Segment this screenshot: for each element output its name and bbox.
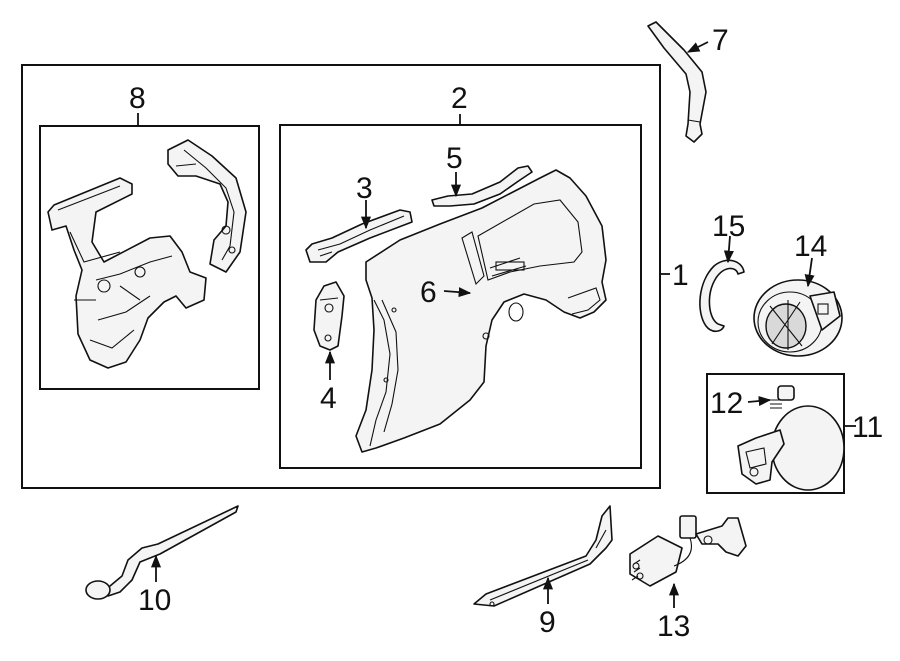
part-8-inner-structure bbox=[47, 139, 247, 369]
callout-15: 15 bbox=[712, 210, 745, 243]
part-11-fuel-door bbox=[737, 405, 845, 491]
callout-9: 9 bbox=[539, 606, 556, 639]
part-7-trim bbox=[647, 21, 707, 143]
callout-11: 11 bbox=[852, 411, 883, 444]
callout-10: 10 bbox=[138, 584, 171, 617]
callout-7: 7 bbox=[712, 24, 729, 57]
part-9-sill bbox=[473, 505, 613, 607]
part-12-screw bbox=[770, 385, 795, 409]
part-4-bracket bbox=[313, 281, 345, 351]
callout-12: 12 bbox=[710, 387, 743, 420]
callout-13: 13 bbox=[657, 610, 690, 643]
part-15-ring bbox=[699, 259, 745, 333]
callout-4: 4 bbox=[320, 382, 337, 415]
callout-3: 3 bbox=[356, 172, 373, 205]
assembly-frame-outer bbox=[21, 64, 661, 489]
callout-2: 2 bbox=[451, 82, 468, 115]
fuel-door-frame bbox=[706, 373, 845, 494]
callout-14: 14 bbox=[794, 230, 827, 263]
part-13-actuator bbox=[629, 515, 747, 587]
inner-structure-frame bbox=[39, 125, 260, 390]
callout-8: 8 bbox=[129, 82, 146, 115]
callout-6: 6 bbox=[420, 276, 437, 309]
part-3-rail bbox=[305, 209, 413, 263]
arrow-12 bbox=[747, 396, 772, 407]
part-2-quarter-panel bbox=[355, 169, 607, 453]
arrow-7 bbox=[686, 41, 709, 53]
arrow-6 bbox=[443, 287, 472, 298]
arrow-14 bbox=[804, 257, 815, 288]
part-14-housing bbox=[753, 279, 843, 357]
callout-5: 5 bbox=[446, 142, 463, 175]
callout-1: 1 bbox=[672, 259, 689, 292]
arrow-15 bbox=[723, 235, 734, 264]
